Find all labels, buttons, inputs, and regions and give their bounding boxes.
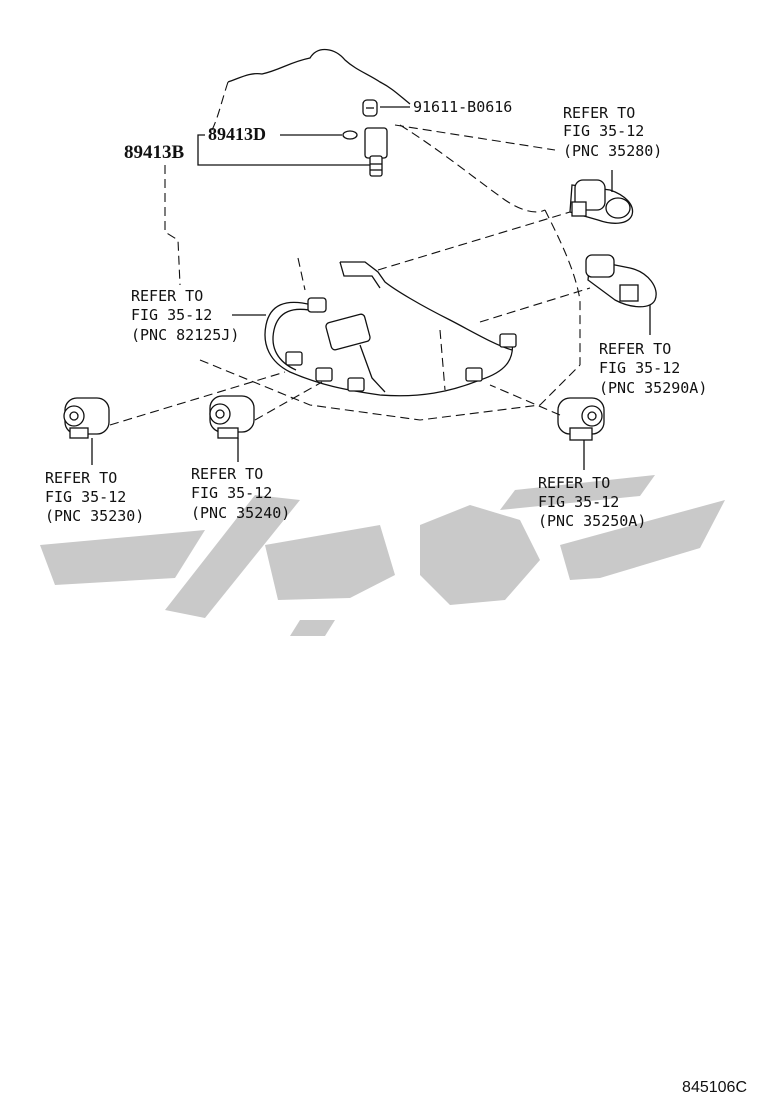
- harness-connector: [465, 367, 483, 382]
- leader-lines: [91, 106, 651, 470]
- solenoid-35240: [209, 395, 255, 439]
- transmission-case-outline: [164, 48, 581, 421]
- harness-connector: [307, 297, 327, 313]
- harness-connector: [315, 367, 333, 382]
- part-number-89413B: 89413B: [124, 142, 185, 163]
- callout-line: (PNC 35230): [45, 507, 144, 525]
- harness-connector: [285, 351, 303, 366]
- callout-35280: REFER TO FIG 35-12 (PNC 35280): [563, 104, 662, 160]
- callout-line: REFER TO: [538, 474, 610, 492]
- callout-line: FIG 35-12: [45, 488, 126, 506]
- figure-id: 845106C: [682, 1079, 747, 1096]
- callout-line: (PNC 35290A): [599, 379, 707, 397]
- callout-35290A: REFER TO FIG 35-12 (PNC 35290A): [599, 340, 707, 397]
- o-ring-89413D: [342, 130, 358, 140]
- callout-line: REFER TO: [45, 469, 117, 487]
- callout-line: REFER TO: [599, 340, 671, 358]
- solenoid-35250A: [557, 397, 605, 441]
- solenoid-35290A: [585, 254, 657, 308]
- callout-line: FIG 35-12: [599, 359, 680, 377]
- callout-line: (PNC 35250A): [538, 512, 646, 530]
- harness-connector: [499, 333, 517, 348]
- callout-line: REFER TO: [563, 104, 635, 122]
- center-connector: [325, 313, 371, 351]
- callout-line: REFER TO: [191, 465, 263, 483]
- callout-82125J: REFER TO FIG 35-12 (PNC 82125J): [131, 287, 239, 344]
- wire-harness: [264, 261, 517, 397]
- callout-35250A: REFER TO FIG 35-12 (PNC 35250A): [538, 474, 646, 530]
- callout-line: (PNC 82125J): [131, 326, 239, 344]
- callout-line: FIG 35-12: [131, 306, 212, 324]
- callout-35240: REFER TO FIG 35-12 (PNC 35240): [191, 465, 290, 522]
- solenoid-35230: [63, 397, 110, 439]
- speed-sensor-89413B: [364, 127, 388, 177]
- watermark-logo: [40, 475, 725, 636]
- callout-line: FIG 35-12: [538, 493, 619, 511]
- callout-line: FIG 35-12: [563, 122, 644, 140]
- bolt-icon: [362, 99, 378, 117]
- part-number-91611: 91611-B0616: [413, 98, 512, 116]
- assembly-lines: [109, 124, 591, 426]
- callout-line: (PNC 35240): [191, 504, 290, 522]
- harness-connector: [347, 377, 365, 392]
- solenoid-35280: [569, 179, 634, 224]
- callout-line: REFER TO: [131, 287, 203, 305]
- callout-line: FIG 35-12: [191, 484, 272, 502]
- part-number-89413D: 89413D: [208, 124, 266, 144]
- callout-line: (PNC 35280): [563, 142, 662, 160]
- callout-35230: REFER TO FIG 35-12 (PNC 35230): [45, 469, 144, 525]
